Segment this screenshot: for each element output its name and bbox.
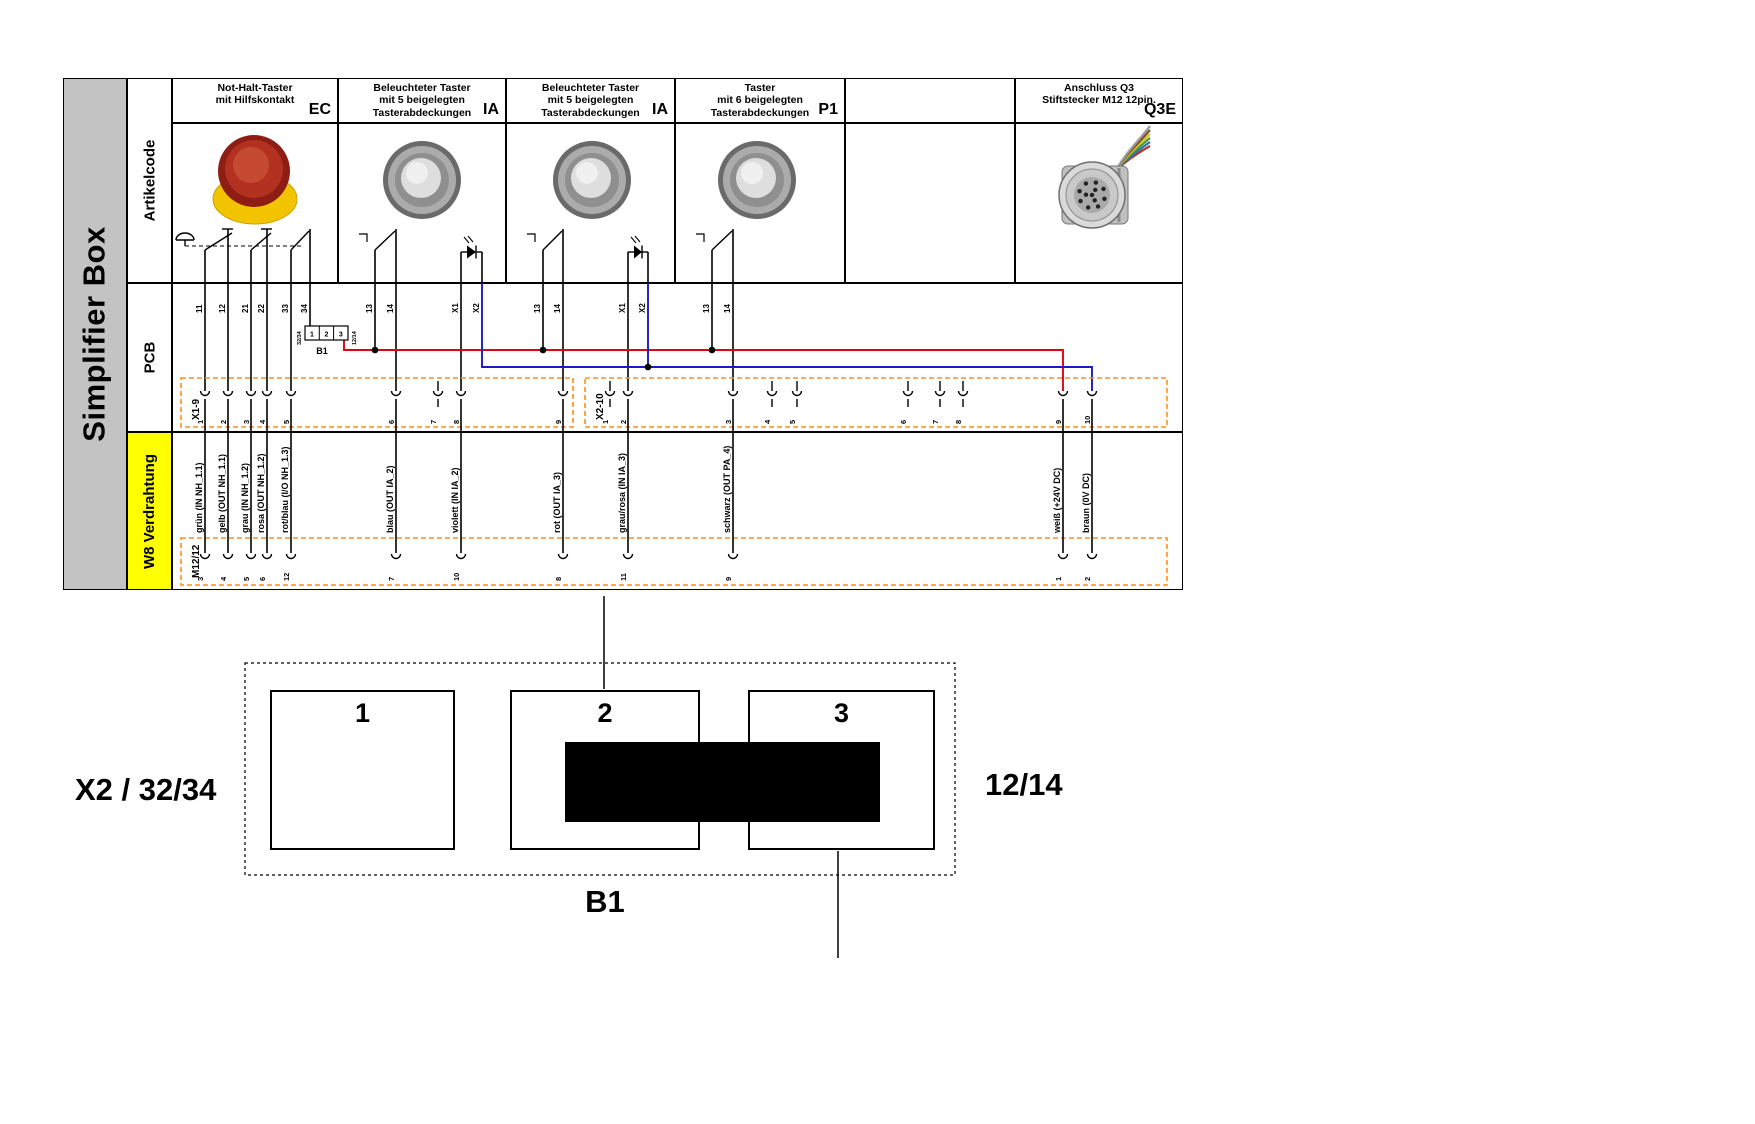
bottom-right-label: 12/14: [985, 767, 1063, 802]
column-header-ec: Not-Halt-Taster mit Hilfskontakt EC: [172, 78, 338, 123]
jumper-block: [565, 742, 880, 822]
column-header-q3e: Anschluss Q3 Stiftstecker M12 12pin. Q3E: [1015, 78, 1183, 123]
pcb-row-area: [172, 283, 1183, 432]
column-header-q3e-desc: Anschluss Q3 Stiftstecker M12 12pin.: [1042, 82, 1156, 107]
row-label-pcb-text: PCB: [140, 341, 158, 374]
bottom-box-2-number: 2: [597, 698, 613, 728]
image-cell-ec: [172, 123, 338, 283]
column-header-ia1-desc: Beleuchteter Taster mit 5 beigelegten Ta…: [372, 82, 472, 119]
column-header-empty: [845, 78, 1015, 123]
bottom-box-1-number: 1: [354, 698, 371, 728]
row-label-artikelcode-text: Artikelcode: [141, 139, 159, 222]
image-cell-ia2: [506, 123, 675, 283]
column-header-empty-desc: [846, 79, 1014, 82]
row-label-artikelcode: Artikelcode: [127, 78, 172, 283]
bottom-left-label: X2 / 32/34: [75, 772, 217, 807]
image-cell-empty: [845, 123, 1015, 283]
column-header-ec-desc: Not-Halt-Taster mit Hilfskontakt: [215, 82, 295, 107]
column-header-p1-desc: Taster mit 6 beigelegten Tasterabdeckung…: [710, 82, 810, 119]
title-cell: Simplifier Box: [63, 78, 127, 590]
row-label-w8: W8 Verdrahtung: [127, 432, 172, 590]
column-header-p1-code: P1: [818, 101, 838, 118]
image-cell-q3e: [1015, 123, 1183, 283]
column-header-ia1: Beleuchteter Taster mit 5 beigelegten Ta…: [338, 78, 506, 123]
page-title: Simplifier Box: [77, 226, 112, 442]
w8-row-area: [172, 432, 1183, 590]
column-header-ia2-desc: Beleuchteter Taster mit 5 beigelegten Ta…: [541, 82, 640, 119]
column-header-ia1-code: IA: [483, 101, 499, 118]
column-header-p1: Taster mit 6 beigelegten Tasterabdeckung…: [675, 78, 845, 123]
title-wrap: Simplifier Box: [64, 79, 126, 589]
column-header-ia2: Beleuchteter Taster mit 5 beigelegten Ta…: [506, 78, 675, 123]
bottom-b1-label: B1: [585, 884, 625, 919]
row-label-pcb: PCB: [127, 283, 172, 432]
column-header-ec-code: EC: [308, 101, 331, 118]
bottom-box-1: 1: [270, 690, 455, 850]
row-label-w8-text: W8 Verdrahtung: [141, 453, 159, 569]
column-header-ia2-code: IA: [652, 101, 668, 118]
image-cell-p1: [675, 123, 845, 283]
column-header-q3e-code: Q3E: [1143, 101, 1176, 118]
bottom-box-3-number: 3: [833, 698, 850, 728]
image-cell-ia1: [338, 123, 506, 283]
